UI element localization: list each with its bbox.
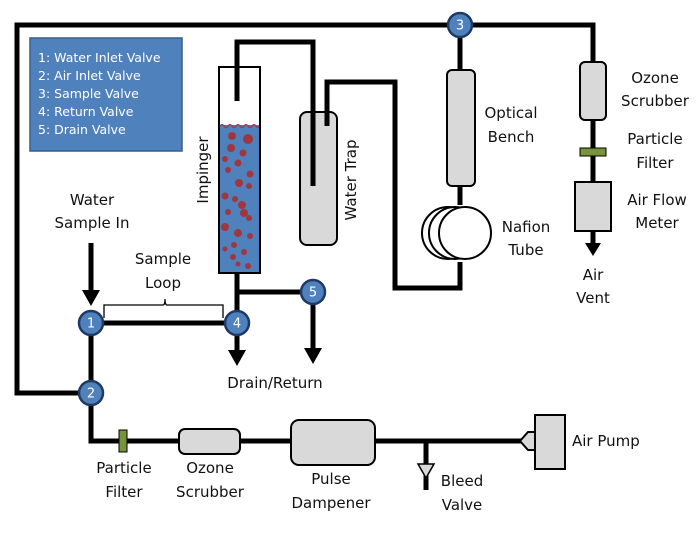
label-pulse-dampener: Dampener xyxy=(291,494,371,512)
bubble xyxy=(246,183,252,189)
ozone-scrubber-top xyxy=(579,61,607,121)
valve-4[interactable]: 4 xyxy=(223,309,251,337)
valve-5[interactable]: 5 xyxy=(299,278,327,306)
label-water-sample-in: Sample In xyxy=(55,214,130,232)
label-water-sample-in: Water xyxy=(70,191,115,209)
label-nafion-tube: Nafion xyxy=(502,218,551,236)
label-bleed-valve: Valve xyxy=(442,496,483,514)
label-ozone-scrubber-top: Scrubber xyxy=(621,92,690,110)
bubble xyxy=(247,233,253,239)
valve-3-label: 3 xyxy=(456,19,464,34)
optical-bench xyxy=(446,69,476,187)
label-ozone-scrubber-bottom: Ozone xyxy=(186,459,234,477)
bubble xyxy=(234,229,242,237)
air-pump xyxy=(518,414,566,470)
label-air-flow-meter: Air Flow xyxy=(627,191,687,209)
label-particle-filter-bottom: Particle xyxy=(96,459,151,477)
label-sample-loop: Loop xyxy=(145,274,181,292)
water-in-arrow-icon xyxy=(82,290,100,306)
bubble xyxy=(222,156,228,162)
particle-filter-top xyxy=(579,147,607,157)
valve-2[interactable]: 2 xyxy=(77,379,105,407)
label-particle-filter-bottom: Filter xyxy=(105,483,143,501)
bubble xyxy=(225,167,231,173)
drain-arrow-icon xyxy=(228,350,246,366)
bubble xyxy=(221,223,229,231)
particle-filter-bottom xyxy=(118,429,128,453)
bubble xyxy=(239,149,247,157)
nafion-tube xyxy=(421,206,492,260)
label-air-vent: Vent xyxy=(576,289,610,307)
legend-item: 1: Water Inlet Valve xyxy=(38,50,161,65)
label-air-flow-meter: Meter xyxy=(635,214,679,232)
ozone-scrubber-bottom xyxy=(178,428,241,455)
label-sample-loop: Sample xyxy=(135,250,191,268)
legend-item: 2: Air Inlet Valve xyxy=(38,68,141,83)
sample-loop-brace xyxy=(103,298,224,318)
pulse-dampener xyxy=(290,419,376,466)
label-ozone-scrubber-top: Ozone xyxy=(631,69,679,87)
air-vent-arrow-icon xyxy=(585,243,601,256)
return-arrow-icon xyxy=(304,348,322,364)
water-trap xyxy=(299,111,338,246)
bubble xyxy=(228,132,236,140)
bubble xyxy=(246,215,252,221)
bubble xyxy=(235,179,243,187)
label-ozone-scrubber-bottom: Scrubber xyxy=(176,483,245,501)
air-flow-meter xyxy=(574,181,612,232)
bubble xyxy=(241,249,247,255)
bubble xyxy=(222,246,228,252)
valve-4-label: 4 xyxy=(233,317,241,332)
valve-3[interactable]: 3 xyxy=(446,11,474,39)
label-optical-bench: Optical xyxy=(485,104,538,122)
bubble xyxy=(227,144,235,152)
pipe-bottom-air xyxy=(88,393,530,444)
bubbles xyxy=(221,132,254,269)
bubble xyxy=(238,201,246,209)
label-optical-bench: Bench xyxy=(488,128,535,146)
bubble xyxy=(221,192,229,200)
valve-1[interactable]: 1 xyxy=(77,309,105,337)
bubble xyxy=(245,263,251,269)
label-nafion-tube: Tube xyxy=(507,241,543,259)
label-pulse-dampener: Pulse xyxy=(311,470,351,488)
label-particle-filter-top: Particle xyxy=(627,130,682,148)
bubble xyxy=(231,242,237,248)
valve-1-label: 1 xyxy=(87,317,95,332)
bleed-valve xyxy=(416,463,436,480)
label-impinger: Impinger xyxy=(194,136,212,204)
bubble xyxy=(234,159,242,167)
legend-item: 5: Drain Valve xyxy=(38,122,126,137)
label-air-vent: Air xyxy=(583,266,604,284)
label-water-trap: Water Trap xyxy=(342,140,360,221)
bubble xyxy=(225,209,231,215)
bubble xyxy=(230,254,236,260)
valve-2-label: 2 xyxy=(87,387,95,402)
pipe-outer-loop xyxy=(14,22,596,396)
label-drain-return: Drain/Return xyxy=(227,374,322,392)
legend: 1: Water Inlet Valve 2: Air Inlet Valve … xyxy=(29,37,183,152)
legend-item: 4: Return Valve xyxy=(38,104,134,119)
bubble xyxy=(240,209,248,217)
bubble xyxy=(243,134,253,144)
label-particle-filter-top: Filter xyxy=(636,154,674,172)
bubble xyxy=(235,261,241,267)
bubble xyxy=(232,196,238,202)
legend-item: 3: Sample Valve xyxy=(38,86,139,101)
valve-5-label: 5 xyxy=(309,286,317,301)
liquid-surface xyxy=(219,123,260,129)
bubble xyxy=(246,170,254,178)
label-bleed-valve: Bleed xyxy=(441,472,483,490)
label-air-pump: Air Pump xyxy=(572,432,640,450)
